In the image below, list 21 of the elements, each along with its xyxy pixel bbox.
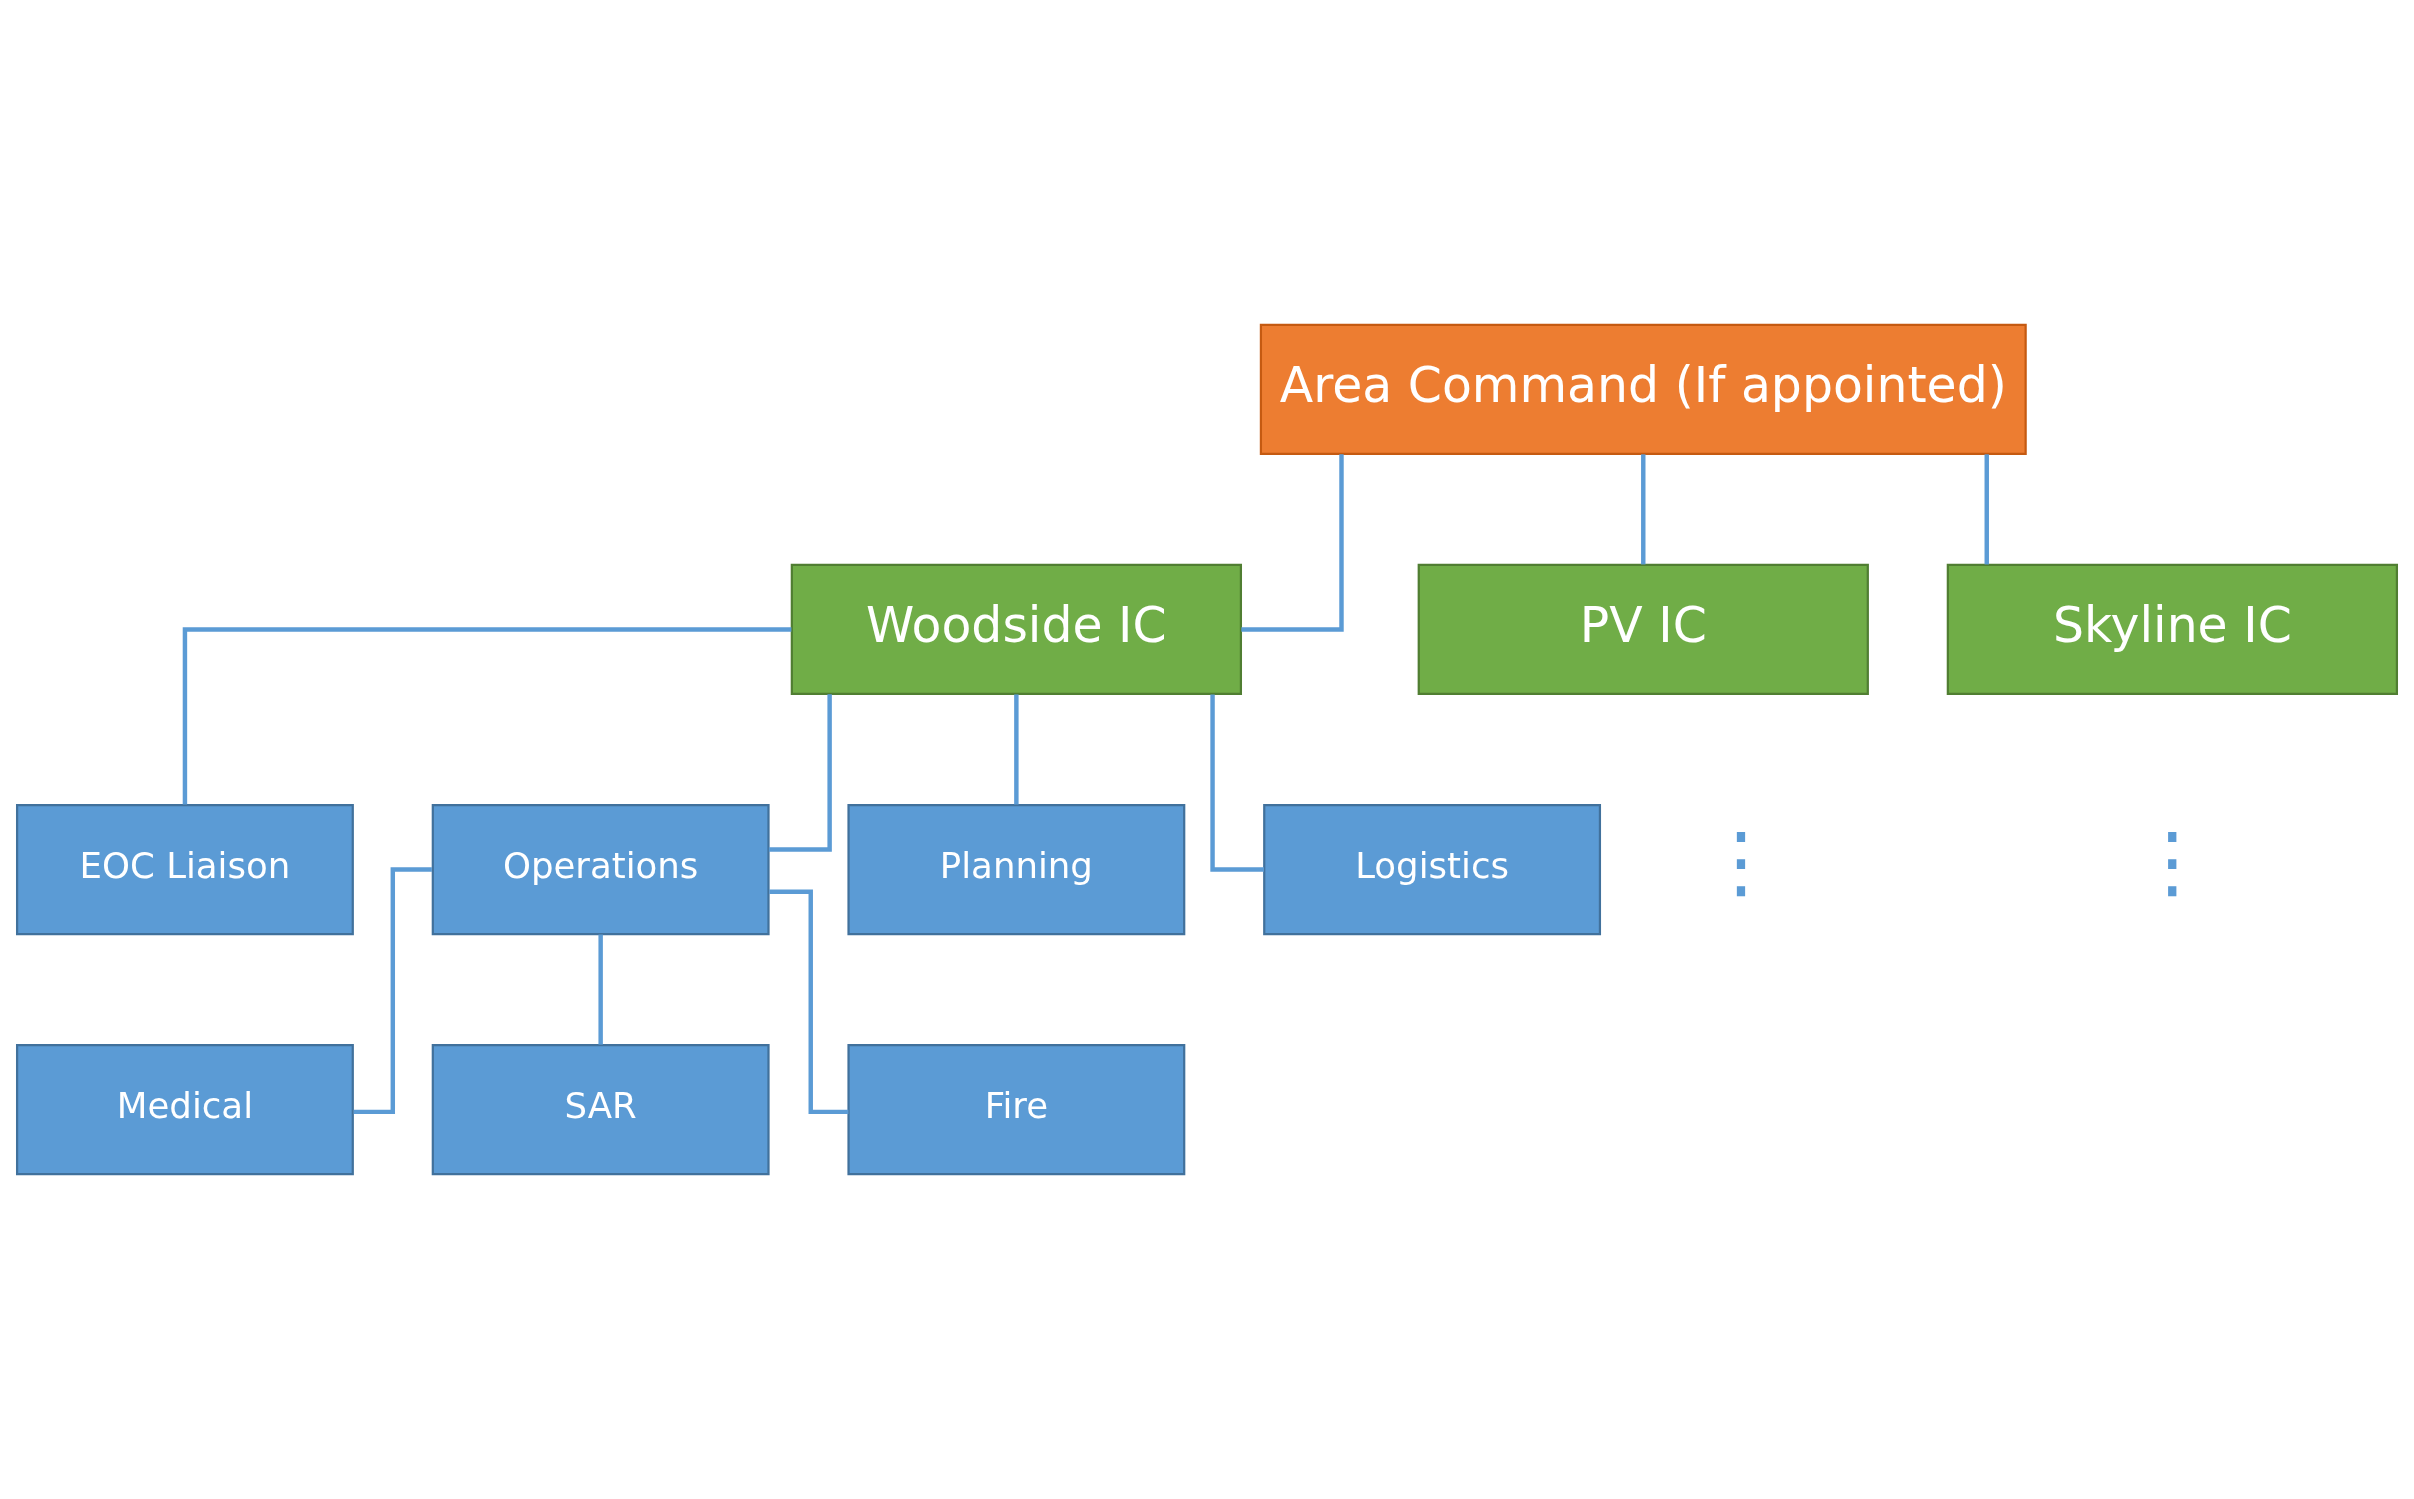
node-box: Woodside IC [790,563,1242,696]
node-box: Planning [847,803,1186,936]
connector [768,694,832,852]
node-box: Medical [16,1044,354,1176]
node-box: Skyline IC [1946,563,2398,696]
connector [182,627,792,805]
node-box: Operations [431,803,770,936]
connector [1241,454,1344,632]
connector [1984,454,1989,565]
label: ⋮ [2132,815,2213,909]
connector [598,934,603,1045]
connector [1641,454,1646,565]
connector [1210,694,1264,872]
node-box: Fire [847,1044,1186,1176]
node-box: Logistics [1263,803,1602,936]
node-box: EOC Liaison [16,803,354,936]
node-box: Area Command (If appointed) [1259,323,2027,455]
label: ⋮ [1701,815,1782,909]
node-box: PV IC [1417,563,1869,696]
node-box: SAR [431,1044,770,1176]
connector [1014,694,1019,805]
